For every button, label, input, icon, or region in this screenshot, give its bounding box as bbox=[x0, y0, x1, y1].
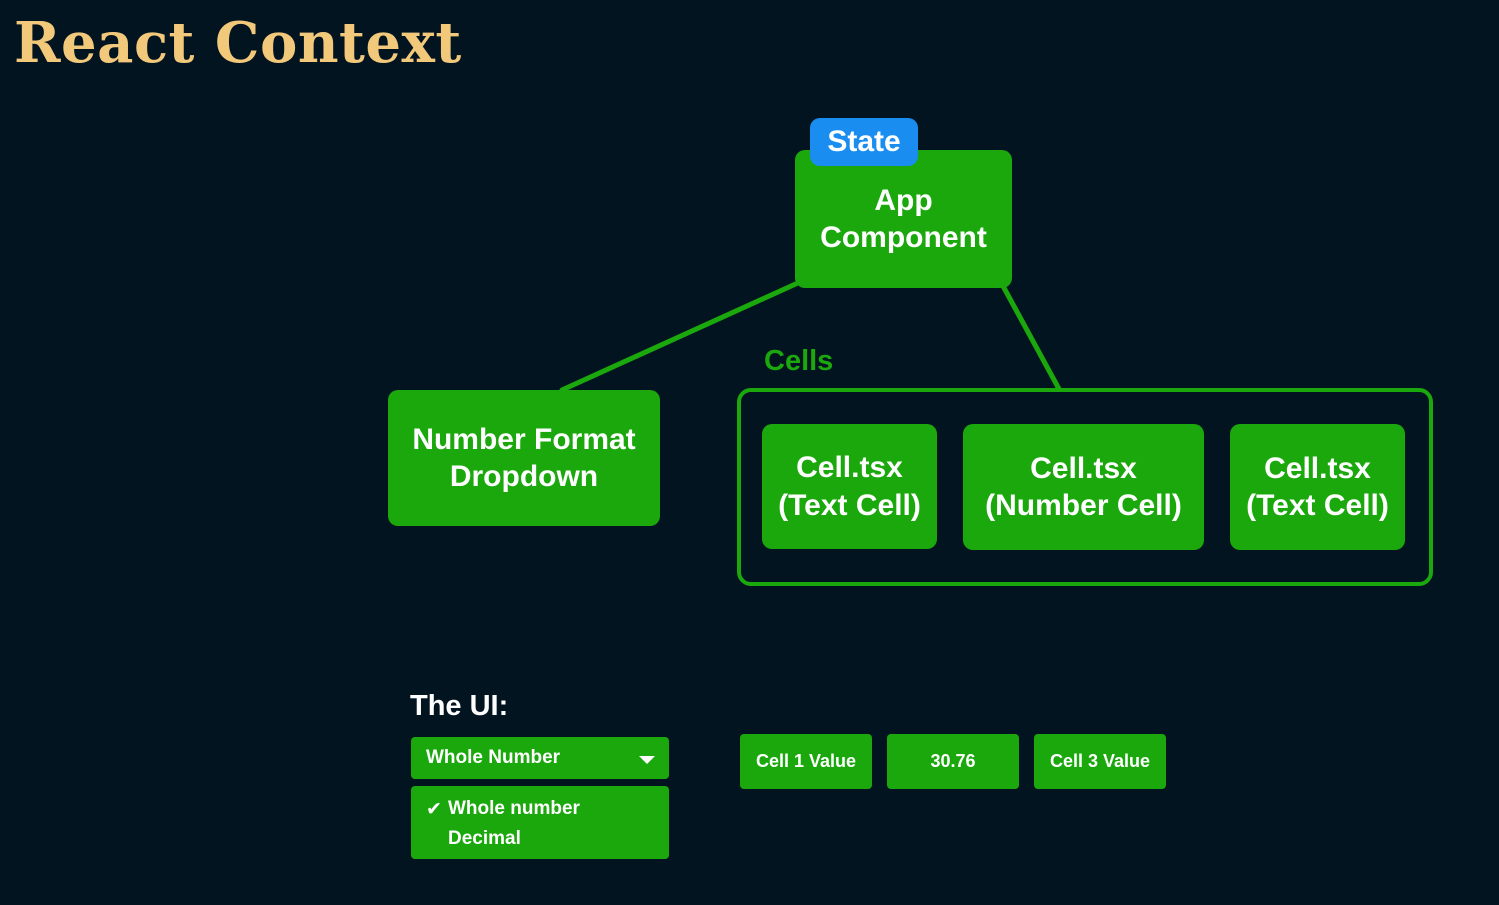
slide-title: React Context bbox=[14, 10, 462, 76]
number-format-select[interactable]: Whole Number bbox=[411, 737, 669, 779]
menu-option-whole-number[interactable]: Whole number bbox=[448, 798, 580, 819]
cells-group-label: Cells bbox=[764, 345, 834, 377]
ui-cell-1: Cell 1 Value bbox=[740, 734, 872, 789]
state-badge: State bbox=[810, 118, 918, 166]
number-format-dropdown-node: Number Format Dropdown bbox=[388, 390, 660, 526]
cell-node-label: Cell.tsx (Text Cell) bbox=[1246, 451, 1389, 523]
cell-node-label: Cell.tsx (Number Cell) bbox=[985, 451, 1182, 523]
chevron-down-icon bbox=[639, 756, 655, 764]
connector-app-to-dropdown bbox=[559, 279, 803, 393]
cell-node-number: Cell.tsx (Number Cell) bbox=[963, 424, 1204, 550]
connector-app-to-cells bbox=[1000, 283, 1062, 392]
ui-cell-2: 30.76 bbox=[887, 734, 1019, 789]
cells-group-container bbox=[737, 388, 1433, 586]
checkmark-icon: ✔ bbox=[426, 799, 442, 820]
cell-node-text-1: Cell.tsx (Text Cell) bbox=[762, 424, 937, 549]
ui-cell-3: Cell 3 Value bbox=[1034, 734, 1166, 789]
cell-node-text-2: Cell.tsx (Text Cell) bbox=[1230, 424, 1405, 550]
app-component-node: App Component bbox=[795, 150, 1012, 288]
number-format-select-value: Whole Number bbox=[426, 747, 561, 768]
cell-node-label: Cell.tsx (Text Cell) bbox=[778, 451, 921, 522]
number-format-menu: ✔ Whole number Decimal bbox=[411, 786, 669, 859]
number-format-dropdown-label: Number Format Dropdown bbox=[412, 422, 636, 494]
menu-option-decimal[interactable]: Decimal bbox=[448, 828, 521, 849]
ui-section-label: The UI: bbox=[410, 690, 509, 722]
app-component-label: App Component bbox=[820, 183, 987, 255]
